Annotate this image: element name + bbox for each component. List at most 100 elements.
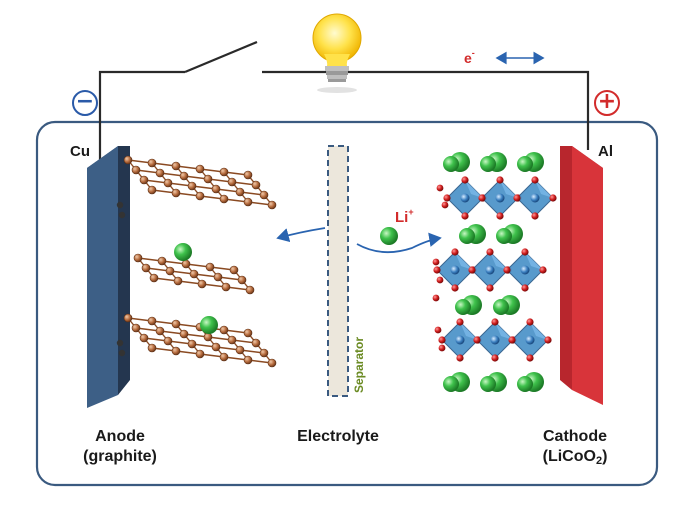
oxygen-atom [432, 294, 440, 302]
anode-material: (graphite) [83, 448, 157, 465]
carbon-atom [147, 343, 157, 353]
carbon-atom [171, 161, 181, 171]
carbon-atom [267, 358, 277, 368]
lithium-ion [455, 299, 471, 315]
coo6-facet [490, 252, 508, 270]
lithium-ion [517, 156, 533, 172]
lithium-ion [443, 376, 459, 392]
oxygen-atom [456, 318, 464, 326]
carbon-atom [147, 158, 157, 168]
oxygen-atom [486, 284, 494, 292]
cobalt-atom [460, 193, 470, 203]
carbon-atom [211, 184, 221, 194]
oxygen-atom [461, 212, 469, 220]
coo6-facet [500, 180, 518, 198]
cathode-plate [560, 146, 603, 405]
lightbulb-icon [312, 13, 362, 93]
oxygen-atom [443, 194, 451, 202]
carbon-atom [235, 187, 245, 197]
ion-charge: + [408, 207, 414, 217]
carbon-atom [229, 265, 239, 275]
lithium-ion [459, 228, 475, 244]
carbon-atom [118, 211, 126, 219]
oxygen-atom [549, 194, 557, 202]
oxygen-atom [508, 336, 516, 344]
oxygen-atom [531, 212, 539, 220]
carbon-atom [187, 339, 197, 349]
carbon-atom [147, 185, 157, 195]
lithium-ion [200, 316, 218, 334]
positive-terminal-icon: + [594, 90, 620, 116]
carbon-atom [213, 272, 223, 282]
ion-symbol: Li [395, 209, 409, 226]
lithium-ion [496, 228, 512, 244]
carbon-atom [237, 275, 247, 285]
coo6-facet [525, 252, 543, 270]
carbon-atom [227, 177, 237, 187]
carbon-atom [181, 259, 191, 269]
oxygen-atom [521, 248, 529, 256]
licoo2-crystal [432, 152, 557, 392]
lithium-ion-label: Li+ [395, 207, 414, 226]
carbon-atom [195, 349, 205, 359]
carbon-atom [219, 167, 229, 177]
ion-arrow-to-cathode [356, 232, 442, 254]
carbon-atom [131, 165, 141, 175]
carbon-atom [251, 338, 261, 348]
oxygen-atom [438, 336, 446, 344]
oxygen-atom [491, 318, 499, 326]
carbon-atom [171, 346, 181, 356]
cathode-formula-subscript: 2 [595, 455, 603, 467]
coo6-facet [455, 252, 473, 270]
carbon-atom [141, 263, 151, 273]
carbon-atom [219, 352, 229, 362]
carbon-atom [189, 269, 199, 279]
oxygen-atom [433, 266, 441, 274]
carbon-atom [165, 266, 175, 276]
carbon-atom [221, 282, 231, 292]
oxygen-atom [438, 344, 446, 352]
carbon-atom [155, 326, 165, 336]
carbon-atom [173, 276, 183, 286]
oxygen-atom [491, 354, 499, 362]
carbon-atom [163, 178, 173, 188]
wire-left [98, 70, 185, 160]
carbon-atom [195, 191, 205, 201]
carbon-atom [243, 170, 253, 180]
positive-sign: + [597, 89, 617, 114]
carbon-atom [205, 262, 215, 272]
negative-terminal-icon: − [72, 90, 98, 116]
cobalt-atom [520, 265, 530, 275]
oxygen-atom [526, 354, 534, 362]
cobalt-atom [455, 335, 465, 345]
carbon-atom [227, 335, 237, 345]
carbon-atom [251, 180, 261, 190]
carbon-atom [203, 332, 213, 342]
carbon-atom [235, 345, 245, 355]
ion-arrow-to-anode [276, 227, 326, 243]
oxygen-atom [544, 336, 552, 344]
carbon-atom [179, 171, 189, 181]
oxygen-atom [451, 248, 459, 256]
oxygen-atom [503, 266, 511, 274]
carbon-atom [131, 323, 141, 333]
carbon-atom [187, 181, 197, 191]
carbon-atom [155, 168, 165, 178]
anode-title: Anode [95, 428, 145, 445]
cobalt-atom [495, 193, 505, 203]
switch-lever[interactable] [184, 40, 258, 74]
carbon-atom [197, 279, 207, 289]
cathode-material: (LiCoO2) [505, 447, 645, 471]
lithium-ions [174, 227, 398, 334]
oxygen-atom [539, 266, 547, 274]
coo6-facet [465, 180, 483, 198]
oxygen-atom [456, 354, 464, 362]
lithium-ion [517, 376, 533, 392]
carbon-atom [179, 329, 189, 339]
lithium-ion [480, 376, 496, 392]
lithium-ion [174, 243, 192, 261]
carbon-atom [163, 336, 173, 346]
anode-caption: Anode (graphite) [60, 427, 180, 467]
carbon-atom [171, 319, 181, 329]
anode-metal-label: Cu [70, 143, 90, 160]
